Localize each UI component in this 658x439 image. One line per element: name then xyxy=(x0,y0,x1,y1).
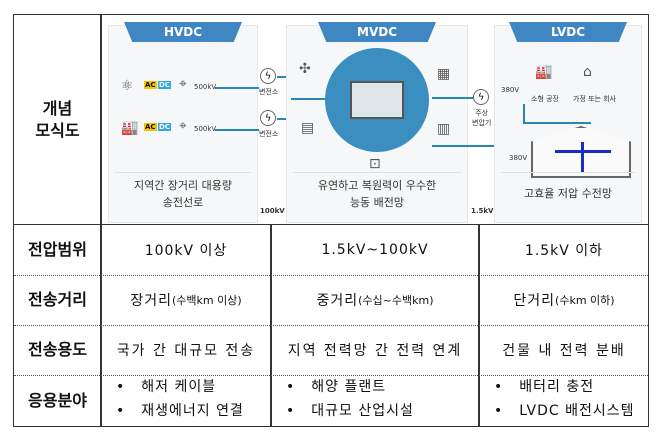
mvdc-usage: 지역 전력망 간 전력 연계 xyxy=(287,343,463,359)
lvdc-distance: 단거리(수km 이하) xyxy=(480,275,648,325)
mvdc-applications: 해양 플랜트대규모 산업시설 xyxy=(272,375,414,423)
hvdc-title: HVDC xyxy=(124,22,242,42)
list-item: LVDC 배전시스템 xyxy=(494,399,635,423)
voltage-380v: 380V xyxy=(509,154,528,162)
row-header-voltage: 전압범위 xyxy=(28,239,87,259)
list-item: 해양 플랜트 xyxy=(286,375,414,399)
voltage-label: 500kV xyxy=(194,83,217,91)
voltage-380v: 380V xyxy=(501,86,520,94)
lvdc-title: LVDC xyxy=(509,22,627,42)
hvdc-caption: 지역간 장거리 대용량 송전선로 xyxy=(115,172,251,216)
distance-sub: (수km 이하) xyxy=(555,294,615,307)
mvdc-distance: 중거리(수십~수백km) xyxy=(272,275,478,325)
pole-transformer-icon: ϟ xyxy=(473,89,489,105)
substation-label: 변전소 xyxy=(259,130,279,138)
house-icon: ⌂ xyxy=(583,64,592,80)
hvdc-applications: 해저 케이블재생에너지 연결 xyxy=(102,375,244,423)
substation-icon: ϟ xyxy=(260,68,276,84)
hvdc-panel: HVDC ⚛ 🏭 AC DC AC DC ⌖ ⌖ 500kV 500kV 지역간… xyxy=(108,22,259,223)
lvdc-caption: 고효율 저압 수전망 xyxy=(501,172,635,216)
voltage-label: 500kV xyxy=(194,125,217,133)
hvdc-usage: 국가 간 대규모 전송 xyxy=(116,343,256,359)
boundary-15kv: 1.5kV xyxy=(471,207,494,215)
comparison-table: 개념 모식도 전압범위 전송거리 전송용도 응용분야 HVDC ⚛ 🏭 AC D… xyxy=(13,14,649,427)
row-header-distance: 전송거리 xyxy=(28,290,87,310)
battery-icon: ▤ xyxy=(301,120,315,136)
row-header-usage: 전송용도 xyxy=(28,340,87,360)
lvdc-voltage: 1.5kV 이하 xyxy=(524,242,604,259)
distance-main: 중거리 xyxy=(316,293,359,309)
mvdc-title: MVDC xyxy=(318,22,436,42)
wind-turbine-icon: ✣ xyxy=(299,61,311,77)
ac-label: AC xyxy=(144,81,157,89)
pylon-icon: ⌖ xyxy=(179,118,187,134)
lvdc-usage: 건물 내 전력 분배 xyxy=(502,343,626,359)
row-header-concept: 개념 모식도 xyxy=(35,98,80,140)
house-illustration xyxy=(531,126,631,178)
distance-sub: (수백km 이상) xyxy=(171,294,242,307)
substation-label: 변전소 xyxy=(259,88,279,96)
hvdc-voltage: 100kV 이상 xyxy=(144,242,228,259)
dc-label: DC xyxy=(158,123,171,131)
lvdc-applications: 배터리 충전LVDC 배전시스템 xyxy=(480,375,635,423)
monitor-icon xyxy=(350,81,404,119)
ev-charger-icon: ⊡ xyxy=(369,156,381,172)
distance-main: 단거리 xyxy=(513,293,556,309)
ac-label: AC xyxy=(144,123,157,131)
distance-sub: (수십~수백km) xyxy=(358,294,434,307)
list-item: 대규모 산업시설 xyxy=(286,399,414,423)
factory-icon: 🏭 xyxy=(535,64,553,80)
control-center-circle xyxy=(325,48,429,152)
list-item: 재생에너지 연결 xyxy=(116,399,244,423)
row-header-applications: 응용분야 xyxy=(28,391,87,411)
factory-label: 소형 공장 xyxy=(531,95,559,103)
distance-main: 장거리 xyxy=(130,293,172,309)
mvdc-panel: MVDC ✣ ▤ ▦ ▥ ⊡ 유연하고 복원력이 우수한 능동 배전망 xyxy=(286,22,468,223)
mvdc-caption: 유연하고 복원력이 우수한 능동 배전망 xyxy=(293,172,461,216)
boundary-100kv: 100kV xyxy=(260,207,285,215)
lvdc-panel: LVDC 380V 🏭 ⌂ 소형 공장 가정 또는 회사 380V 고효율 저압… xyxy=(494,22,642,223)
list-item: 해저 케이블 xyxy=(116,375,244,399)
nuclear-icon: ⚛ xyxy=(121,78,134,94)
building-icon: ▥ xyxy=(437,121,451,137)
list-item: 배터리 충전 xyxy=(494,375,635,399)
pylon-icon: ⌖ xyxy=(179,76,187,92)
mvdc-voltage: 1.5kV~100kV xyxy=(321,241,429,258)
transformer-label: 주상 변압기 xyxy=(472,109,492,127)
power-plant-icon: 🏭 xyxy=(121,120,139,136)
concept-diagram: HVDC ⚛ 🏭 AC DC AC DC ⌖ ⌖ 500kV 500kV 지역간… xyxy=(102,15,648,224)
home-label: 가정 또는 회사 xyxy=(573,95,617,103)
substation-icon: ϟ xyxy=(260,110,276,126)
building-icon: ▦ xyxy=(437,66,451,82)
hvdc-distance: 장거리(수백km 이상) xyxy=(102,275,270,325)
dc-label: DC xyxy=(158,81,171,89)
